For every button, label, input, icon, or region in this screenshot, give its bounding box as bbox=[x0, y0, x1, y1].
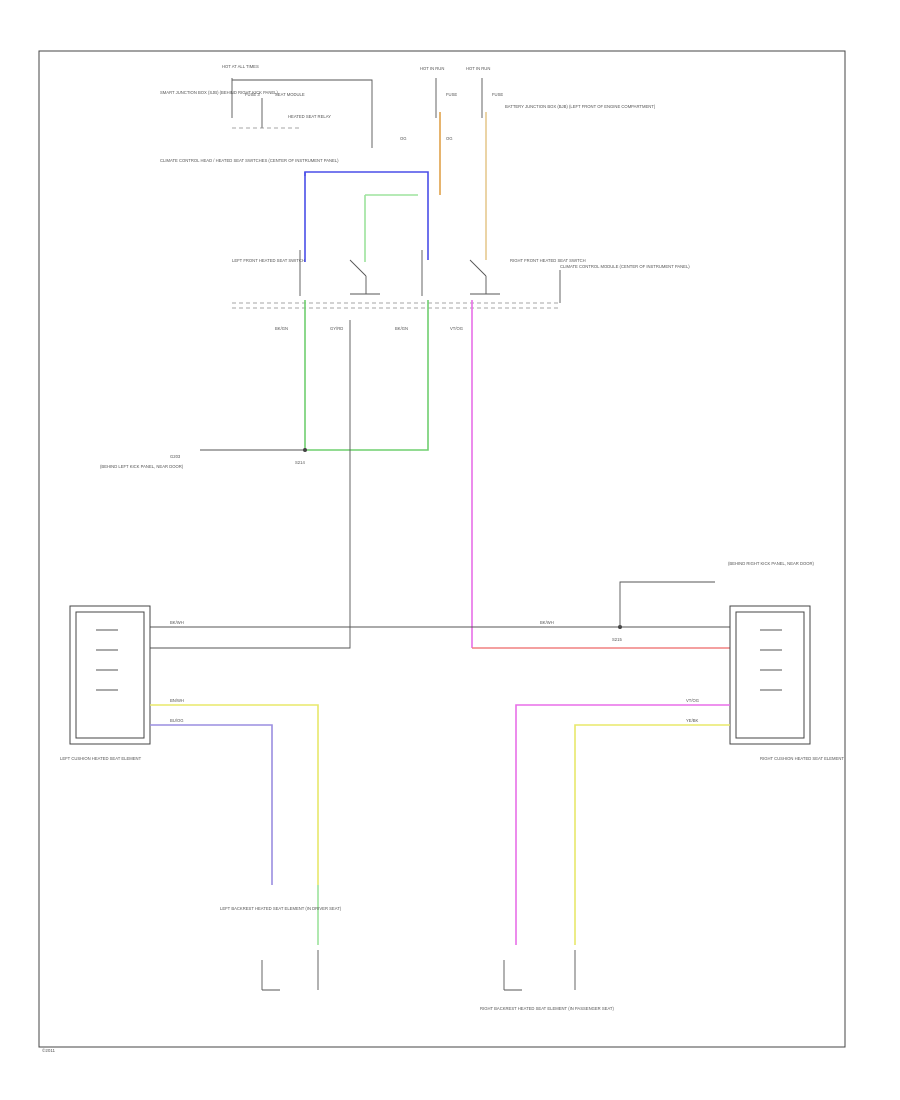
fuse-left-label: FUSE 3 bbox=[245, 92, 260, 97]
ground-left-label: G203 bbox=[170, 454, 181, 459]
left-backrest-element: LEFT BACKREST HEATED SEAT ELEMENT (IN DR… bbox=[220, 906, 342, 991]
wire-bu-og-label: BU/OG bbox=[170, 718, 184, 723]
wire-bk-wh-label: BK/WH bbox=[170, 620, 184, 625]
wire-yellow-left bbox=[150, 704, 319, 885]
right-cushion-element: RIGHT CUSHION HEATED SEAT ELEMENT bbox=[729, 605, 844, 761]
wire-bk-gn-label: BK/GN bbox=[275, 326, 288, 331]
footer-copyright: ©2011 bbox=[42, 1047, 55, 1053]
wire-vt-og-label: VT/OG bbox=[450, 326, 463, 331]
climate-control-module: CLIMATE CONTROL HEAD / HEATED SEAT SWITC… bbox=[160, 158, 690, 309]
left-cushion-element: LEFT CUSHION HEATED SEAT ELEMENT bbox=[60, 605, 151, 761]
hot-at-all-times-left: HOT AT ALL TIMES bbox=[222, 64, 259, 69]
climate-module-label: CLIMATE CONTROL HEAD / HEATED SEAT SWITC… bbox=[160, 158, 339, 163]
wire-lavender-left bbox=[150, 724, 273, 885]
wire-ye-bk-label: YE/BK bbox=[686, 718, 699, 723]
fuse-block-right: HOT IN RUN HOT IN RUN FUSE FUSE BATTERY … bbox=[400, 66, 656, 141]
left-heated-seat-switch-label: LEFT FRONT HEATED SEAT SWITCH bbox=[232, 258, 305, 263]
ground-wire-right bbox=[619, 581, 715, 627]
wire-blue-top bbox=[304, 171, 429, 260]
right-backrest-label: RIGHT BACKREST HEATED SEAT ELEMENT (IN P… bbox=[480, 1006, 614, 1011]
wire-lightgreen-top bbox=[364, 194, 418, 262]
wire-magenta-right bbox=[515, 704, 730, 945]
heated-seat-relay-label: HEATED SEAT RELAY bbox=[288, 114, 331, 119]
climate-right-desc: CLIMATE CONTROL MODULE (CENTER OF INSTRU… bbox=[560, 264, 690, 269]
fuse-block-left: HOT AT ALL TIMES FUSE 3 SMART JUNCTION B… bbox=[160, 64, 373, 148]
left-cushion-label: LEFT CUSHION HEATED SEAT ELEMENT bbox=[60, 756, 142, 761]
left-backrest-label: LEFT BACKREST HEATED SEAT ELEMENT (IN DR… bbox=[220, 906, 342, 911]
seat-module-label: SEAT MODULE bbox=[275, 92, 305, 97]
wire-og-label: OG bbox=[400, 136, 407, 141]
hot-in-run-1: HOT IN RUN bbox=[420, 66, 444, 71]
right-backrest-element: RIGHT BACKREST HEATED SEAT ELEMENT (IN P… bbox=[480, 950, 614, 1011]
fuse-mid-2: FUSE bbox=[492, 92, 503, 97]
right-cushion-label: RIGHT CUSHION HEATED SEAT ELEMENT bbox=[760, 756, 844, 761]
wire-gy-rd-label: GY/RD bbox=[330, 326, 343, 331]
splice-left-label: S214 bbox=[295, 460, 305, 465]
hot-in-run-2: HOT IN RUN bbox=[466, 66, 490, 71]
wire-yellow-right bbox=[574, 724, 730, 945]
wire-vt-og-label-right: VT/OG bbox=[686, 698, 699, 703]
wire-bk-wh-label-2: BK/WH bbox=[540, 620, 554, 625]
wire-bk-gn-label-2: BK/GN bbox=[395, 326, 408, 331]
right-heated-seat-switch-label: RIGHT FRONT HEATED SEAT SWITCH bbox=[510, 258, 586, 263]
splice-left-dot bbox=[303, 448, 307, 452]
wire-og-label-2: OG bbox=[446, 136, 453, 141]
splice-right-label: S215 bbox=[612, 637, 622, 642]
wire-gray-left-long bbox=[150, 320, 351, 649]
diagram-frame bbox=[38, 50, 846, 1048]
ground-right-desc: (BEHIND RIGHT KICK PANEL, NEAR DOOR) bbox=[728, 561, 815, 566]
ground-left-desc: (BEHIND LEFT KICK PANEL, NEAR DOOR) bbox=[100, 464, 184, 469]
fuse-mid-1: FUSE bbox=[446, 92, 457, 97]
sjb-label: SMART JUNCTION BOX (SJB) (BEHIND RIGHT K… bbox=[160, 90, 278, 95]
wire-bn-wh-label: BN/WH bbox=[170, 698, 184, 703]
bjb-label: BATTERY JUNCTION BOX (BJB) (LEFT FRONT O… bbox=[505, 104, 656, 109]
wire-green-right bbox=[305, 300, 429, 451]
